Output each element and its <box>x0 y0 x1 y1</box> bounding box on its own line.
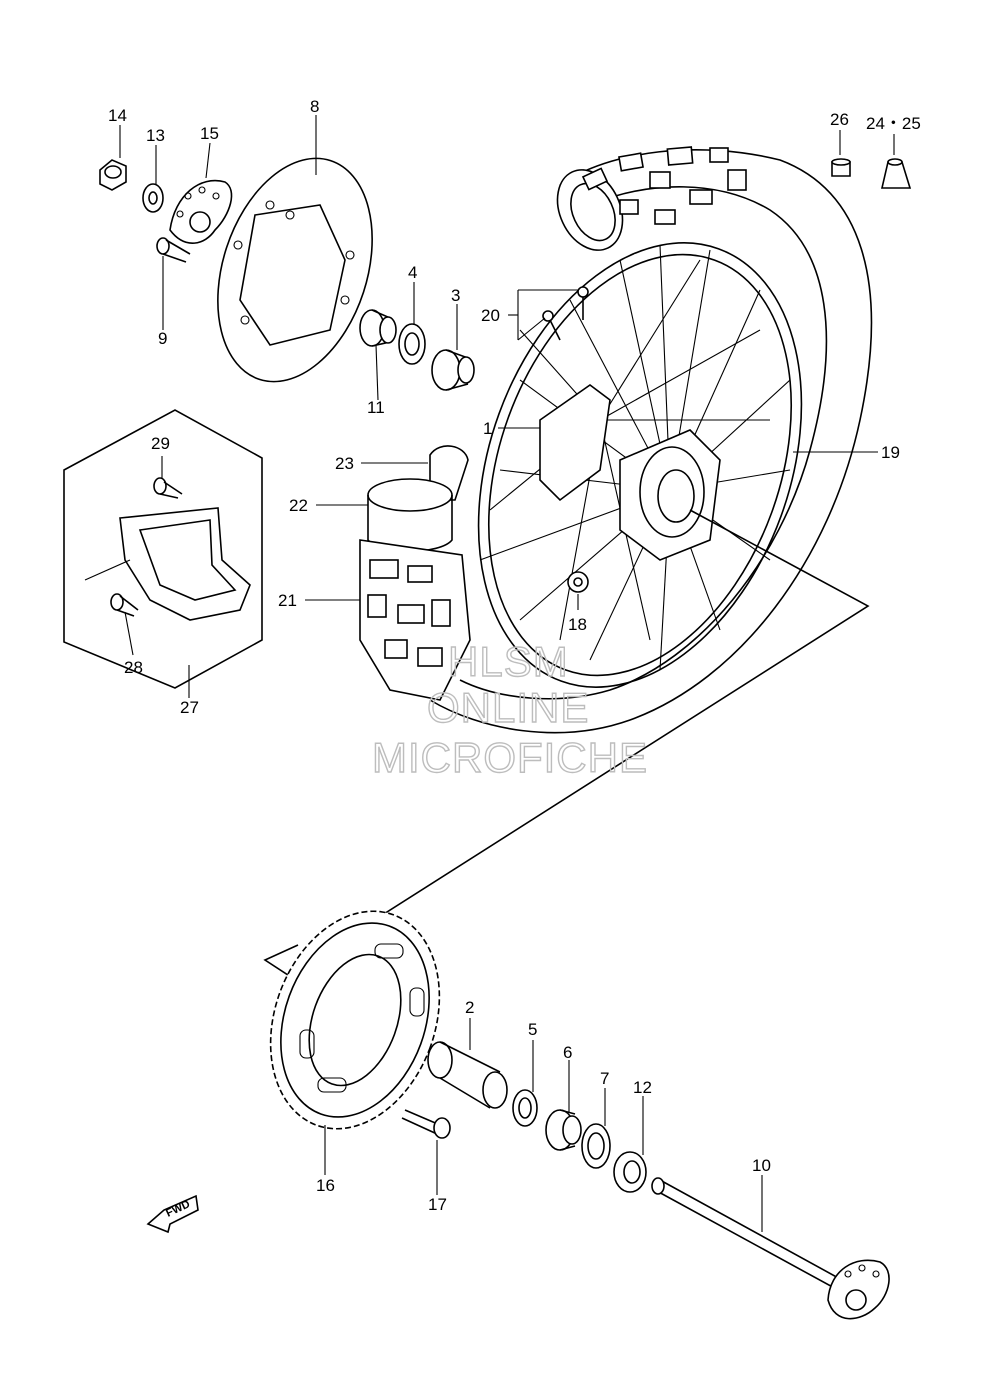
part-12-collar[interactable] <box>613 1151 647 1193</box>
watermark-line-3: MICROFICHE <box>372 734 648 781</box>
label-7: 7 <box>600 1069 609 1088</box>
label-19: 19 <box>881 443 900 462</box>
label-9: 9 <box>158 329 167 348</box>
part-10-axle[interactable] <box>651 1177 890 1320</box>
part-3-bearing[interactable] <box>431 349 475 391</box>
part-4-oil-seal[interactable] <box>398 323 426 365</box>
tire-tread-blocks <box>581 146 747 225</box>
label-15: 15 <box>200 124 219 143</box>
label-4: 4 <box>408 263 417 282</box>
label-24-25: 24・25 <box>866 114 921 133</box>
label-2: 2 <box>465 998 474 1017</box>
label-22: 22 <box>289 496 308 515</box>
label-16: 16 <box>316 1176 335 1195</box>
part-15-chain-adjuster[interactable] <box>169 179 233 244</box>
label-8: 8 <box>310 97 319 116</box>
label-18: 18 <box>568 615 587 634</box>
part-11-collar[interactable] <box>359 309 397 347</box>
part-26-valve-cap[interactable] <box>831 158 851 177</box>
label-11: 11 <box>367 398 385 417</box>
part-18-nut[interactable] <box>567 571 589 593</box>
watermark-line-1: HLSM <box>448 638 569 685</box>
label-27: 27 <box>180 698 199 717</box>
forward-direction-arrow-icon: FWD <box>146 1194 199 1234</box>
part-8-brake-disc[interactable] <box>191 138 399 401</box>
part-9-bolt[interactable] <box>156 237 191 263</box>
part-28-bolt[interactable] <box>110 593 139 617</box>
part-29-bolt[interactable] <box>153 477 183 499</box>
label-5: 5 <box>528 1020 537 1039</box>
part-20-bolts[interactable] <box>542 286 589 341</box>
part-17-bolt[interactable] <box>401 1109 451 1139</box>
label-6: 6 <box>563 1043 572 1062</box>
label-23: 23 <box>335 454 354 473</box>
label-1: 1 <box>483 419 492 438</box>
label-20: 20 <box>481 306 500 325</box>
label-10: 10 <box>752 1156 771 1175</box>
watermark: HLSM ONLINE MICROFICHE <box>371 637 648 781</box>
label-26: 26 <box>830 110 849 129</box>
part-number-labels: 14 13 15 8 9 11 4 3 20 1 19 23 22 21 18 … <box>108 97 921 1214</box>
part-7-oil-seal[interactable] <box>581 1123 611 1169</box>
part-5-bearing[interactable] <box>512 1089 538 1127</box>
part-16-rear-sprocket[interactable] <box>242 887 469 1152</box>
part-14-nut[interactable] <box>99 159 127 191</box>
part-21-22-23-swingarm-guard[interactable] <box>359 445 471 701</box>
label-3: 3 <box>451 286 460 305</box>
label-12: 12 <box>633 1078 652 1097</box>
label-29: 29 <box>151 434 170 453</box>
label-17: 17 <box>428 1195 447 1214</box>
leader-lines <box>119 115 895 1232</box>
label-21: 21 <box>278 591 297 610</box>
rear-wheel-assembly <box>429 146 873 734</box>
part-2-spacer[interactable] <box>427 1041 508 1109</box>
part-24-25-rim-lock[interactable] <box>880 158 912 189</box>
label-13: 13 <box>146 126 165 145</box>
part-6-bearing[interactable] <box>545 1109 582 1151</box>
label-28: 28 <box>124 658 143 677</box>
part-13-washer[interactable] <box>142 183 164 213</box>
watermark-line-2: ONLINE <box>427 684 589 731</box>
label-14: 14 <box>108 106 127 125</box>
part-27-disc-guard-box[interactable] <box>63 409 263 689</box>
